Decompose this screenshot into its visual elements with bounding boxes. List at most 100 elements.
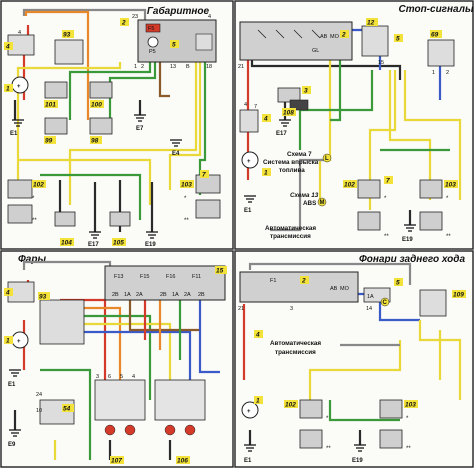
rev-rear-102b bbox=[299, 429, 323, 449]
lamp-98 bbox=[89, 117, 113, 135]
rev-switch-109 bbox=[419, 289, 447, 317]
stop-relay-mo: MO bbox=[330, 34, 340, 40]
panel-reverse: F1 AB MO 1A + E1 E19 Автоматическая тран… bbox=[238, 262, 466, 464]
ground-e4: E4 bbox=[172, 151, 180, 157]
parking-grounds bbox=[12, 114, 182, 239]
rev-star-single-r: * bbox=[406, 416, 409, 422]
badge-5: 5 bbox=[172, 42, 176, 49]
panel-headlights-frame bbox=[0, 250, 234, 468]
term-tr-1: 1 bbox=[432, 70, 435, 76]
badge-102: 102 bbox=[33, 182, 44, 189]
parking-wires bbox=[13, 8, 207, 232]
stop-star-single: * bbox=[384, 196, 387, 202]
headlights-title: Фары bbox=[18, 254, 46, 265]
marker-c-label: C bbox=[383, 300, 388, 306]
stop-badges: 2 12 5 69 4 1 3 108 7 102 103 bbox=[262, 18, 458, 189]
stop-lamp-3 bbox=[277, 87, 301, 103]
term-tl-1: 1 bbox=[134, 64, 137, 70]
rev-fuse-ab: AB bbox=[330, 286, 338, 292]
ground-e7: E7 bbox=[136, 126, 144, 132]
hl-badges: 4 1 93 54 107 106 15 bbox=[4, 266, 227, 465]
rev-badge-5: 5 bbox=[396, 280, 400, 287]
marker-m bbox=[317, 197, 327, 207]
lamp-100 bbox=[89, 81, 113, 99]
star-single-r: * bbox=[184, 196, 187, 202]
marker-c bbox=[380, 297, 390, 307]
badge-4: 4 bbox=[5, 44, 10, 51]
ground-e1: E1 bbox=[10, 131, 18, 137]
scheme7-line2: Система впрыска bbox=[263, 159, 319, 166]
panel-parking: F5 P5 + E1 E7 E4 E17 E19 bbox=[4, 8, 221, 248]
hl-badge-54: 54 bbox=[63, 406, 71, 413]
headlamp-107 bbox=[94, 379, 146, 421]
connector-93 bbox=[54, 39, 84, 65]
hl-relay-0: 2B bbox=[112, 292, 119, 298]
term-tr-21: 21 bbox=[238, 64, 244, 70]
reverse-wires bbox=[242, 262, 462, 445]
stop-grounds bbox=[244, 119, 416, 232]
rev-fuse-f1: F1 bbox=[270, 278, 276, 284]
term-tl-4: 4 bbox=[18, 30, 21, 36]
hl-grounds bbox=[9, 369, 21, 437]
fuse-f5-label: F5 bbox=[148, 26, 154, 32]
star-double-r: ** bbox=[184, 218, 189, 224]
hl-badge-107: 107 bbox=[111, 458, 122, 465]
headlamp-106 bbox=[154, 379, 206, 421]
stop-ground-e19: E19 bbox=[402, 237, 413, 243]
plate-lamp-104 bbox=[54, 211, 76, 227]
rev-rear-103a bbox=[379, 399, 403, 419]
badge-99: 99 bbox=[45, 138, 53, 145]
star-double: ** bbox=[32, 218, 37, 224]
stop-battery bbox=[241, 151, 259, 169]
scheme13-line2: ABS bbox=[303, 200, 316, 207]
term-tr-7: 7 bbox=[254, 104, 257, 110]
stop-badge-1: 1 bbox=[264, 170, 268, 177]
stop-badge-2: 2 bbox=[341, 32, 346, 39]
lamp-99 bbox=[44, 117, 68, 135]
term-bl-24: 24 bbox=[36, 392, 42, 398]
term-tr-4: 4 bbox=[244, 102, 247, 108]
rev-rear-102a bbox=[299, 399, 323, 419]
panel-stop: AB MO GL + E17 E1 E19 Схема 7 Система вп… bbox=[238, 18, 462, 243]
relay-p5 bbox=[147, 36, 159, 48]
hl-badge-106: 106 bbox=[177, 458, 188, 465]
rev-badge-103: 103 bbox=[405, 402, 416, 409]
stop-brake-switch bbox=[239, 109, 259, 133]
stop-badge-4: 4 bbox=[263, 116, 268, 123]
stop-ground-e17: E17 bbox=[276, 131, 287, 137]
scheme7-line3: топлива bbox=[279, 167, 305, 174]
hl-badge-93: 93 bbox=[39, 294, 47, 301]
badge-100: 100 bbox=[91, 102, 102, 109]
stop-switch-12 bbox=[361, 25, 389, 57]
stop-badge-5: 5 bbox=[396, 36, 400, 43]
term-bl-4: 4 bbox=[132, 374, 135, 380]
relay-p5-label: P5 bbox=[149, 49, 156, 55]
stop-rear-103b bbox=[419, 211, 443, 231]
hl-battery-plus: + bbox=[17, 339, 21, 345]
auto-trans-line1: Автоматическая bbox=[265, 225, 316, 232]
hl-fuse-f13: F13 bbox=[114, 274, 123, 280]
hl-relay-3: 2B bbox=[160, 292, 167, 298]
stop-rear-103a bbox=[419, 179, 443, 199]
scheme13-line1: Схема 13 bbox=[290, 192, 319, 199]
rear-lamp-102a bbox=[7, 179, 33, 199]
rev-fuse-mo: MO bbox=[340, 286, 350, 292]
stop-badge-102: 102 bbox=[344, 182, 355, 189]
stop-fuse-block bbox=[239, 21, 353, 61]
battery-plus: + bbox=[17, 84, 21, 90]
rear-lamp-103b bbox=[195, 199, 221, 219]
hl-fuse-f15: F15 bbox=[140, 274, 149, 280]
term-br-3: 3 bbox=[290, 306, 293, 312]
term-tr-15: 15 bbox=[378, 60, 384, 66]
term-bl-3: 3 bbox=[96, 374, 99, 380]
hl-badge-15: 15 bbox=[216, 268, 224, 275]
term-tl-23: 23 bbox=[132, 14, 138, 20]
parking-relay-switch bbox=[195, 33, 213, 51]
stop-ground-e1: E1 bbox=[244, 208, 252, 214]
term-tl-18: 18 bbox=[206, 64, 212, 70]
term-bl-10: 10 bbox=[36, 408, 42, 414]
rev-badge-2: 2 bbox=[301, 278, 306, 285]
rev-ground-e1: E1 bbox=[244, 458, 252, 464]
